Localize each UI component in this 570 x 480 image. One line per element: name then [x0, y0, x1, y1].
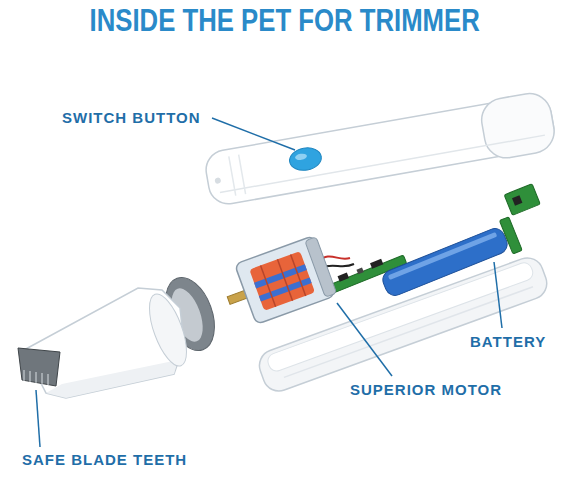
part-label: SAFE BLADE TEETH	[22, 451, 187, 469]
shell-rib	[229, 156, 236, 195]
blade-tooth	[24, 370, 25, 381]
chip	[512, 195, 522, 205]
blade-tooth	[36, 372, 37, 383]
shell-seam	[220, 135, 545, 192]
head-back	[142, 290, 194, 371]
part-label: SWITCH BUTTON	[62, 109, 201, 127]
battery-cell	[380, 226, 510, 299]
coil-line	[291, 255, 306, 296]
coil-line	[277, 259, 292, 300]
leader-line	[337, 303, 392, 376]
head-shade	[46, 360, 178, 398]
end-board	[504, 184, 540, 216]
end-board	[499, 217, 522, 254]
upper-shell	[202, 90, 557, 210]
coil-line	[261, 265, 276, 306]
diagram-title: INSIDE THE PET FOR TRIMMER	[90, 2, 480, 39]
leader-line	[494, 262, 502, 328]
blade-tooth	[30, 371, 31, 382]
motor-endcap	[305, 237, 337, 297]
blade	[18, 348, 60, 386]
leader-line	[212, 118, 295, 150]
leader-line	[36, 390, 40, 447]
shell-rib	[239, 155, 246, 194]
chip	[356, 267, 363, 274]
battery-highlight	[388, 232, 497, 280]
blade-tooth	[48, 374, 49, 385]
motor	[218, 235, 338, 331]
battery-pack	[321, 184, 554, 323]
chip	[370, 259, 383, 269]
switch-highlight	[295, 153, 308, 161]
indicator-light	[214, 177, 221, 184]
motor-coil	[249, 251, 315, 311]
upper-shell-front	[478, 90, 557, 161]
chip	[338, 273, 350, 282]
blade-tooth	[42, 373, 43, 384]
part-label: SUPERIOR MOTOR	[350, 381, 502, 399]
part-label: BATTERY	[470, 333, 546, 351]
